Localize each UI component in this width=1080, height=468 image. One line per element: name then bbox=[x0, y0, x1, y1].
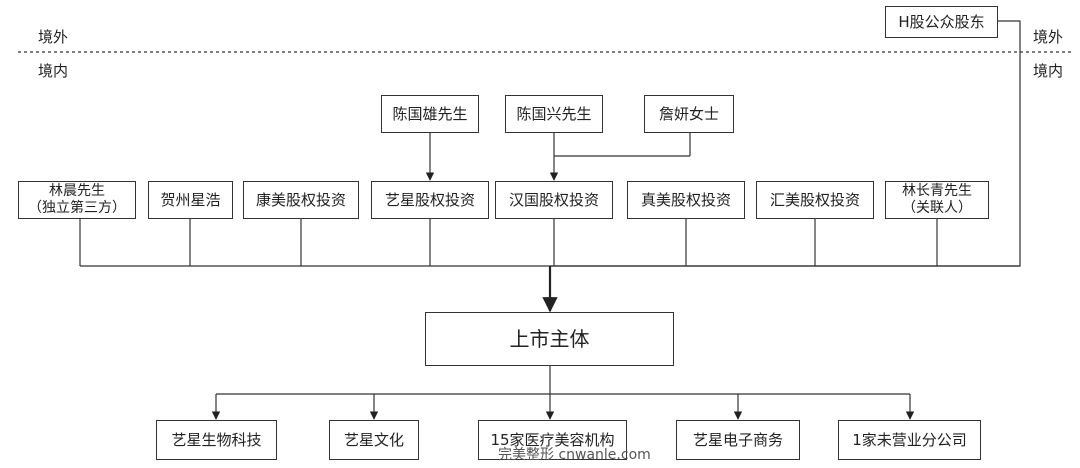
hanguo-label: 汉国股权投资 bbox=[508, 191, 599, 209]
subsidiary-clinics-label: 15家医疗美容机构 bbox=[490, 431, 615, 449]
region-label-domestic: 境内 bbox=[38, 62, 69, 80]
hezhou-xinghao-label: 贺州星浩 bbox=[160, 191, 221, 209]
watermark-text: 完美整形 cnwanle.com bbox=[498, 447, 651, 463]
lin-changqing-box: 林长青先生 （关联人） bbox=[885, 181, 989, 219]
subsidiary-bio-tech-label: 艺星生物科技 bbox=[171, 431, 262, 449]
zhan-yan-box: 詹妍女士 bbox=[644, 95, 734, 133]
kangmei-label: 康美股权投资 bbox=[255, 191, 346, 209]
hanguo-box: 汉国股权投资 bbox=[495, 181, 613, 219]
h-share-public-box: H股公众股东 bbox=[885, 6, 998, 38]
yixing-box: 艺星股权投资 bbox=[371, 181, 489, 219]
huimei-label: 汇美股权投资 bbox=[769, 191, 860, 209]
huimei-box: 汇美股权投资 bbox=[756, 181, 874, 219]
chen-guoxiong-label: 陈国雄先生 bbox=[392, 105, 468, 123]
h-share-connector bbox=[550, 20, 1021, 267]
hezhou-xinghao-box: 贺州星浩 bbox=[148, 181, 233, 219]
yixing-label: 艺星股权投资 bbox=[384, 191, 475, 209]
lin-chen-box: 林晨先生 （独立第三方） bbox=[18, 181, 136, 219]
region-label-overseas-right: 境外 bbox=[1033, 28, 1064, 46]
subsidiary-non-operating-label: 1家未营业分公司 bbox=[852, 431, 967, 449]
listed-entity-label: 上市主体 bbox=[509, 327, 590, 351]
subsidiary-culture-label: 艺星文化 bbox=[343, 431, 404, 449]
lin-chen-note: （独立第三方） bbox=[28, 200, 126, 216]
subsidiary-culture-box: 艺星文化 bbox=[329, 420, 419, 460]
subsidiary-clinics-box: 15家医疗美容机构 bbox=[478, 420, 627, 460]
zhenmei-box: 真美股权投资 bbox=[627, 181, 745, 219]
lin-chen-name: 林晨先生 bbox=[49, 183, 105, 199]
subsidiary-ecommerce-box: 艺星电子商务 bbox=[676, 420, 800, 460]
subsidiary-bio-tech-box: 艺星生物科技 bbox=[156, 420, 277, 460]
chen-guoxing-label: 陈国兴先生 bbox=[516, 105, 592, 123]
chen-guoxiong-box: 陈国雄先生 bbox=[381, 95, 479, 133]
region-label-overseas: 境外 bbox=[38, 28, 69, 46]
kangmei-box: 康美股权投资 bbox=[243, 181, 359, 219]
region-label-domestic-right: 境内 bbox=[1033, 62, 1064, 80]
zhenmei-label: 真美股权投资 bbox=[640, 191, 731, 209]
subsidiary-ecommerce-label: 艺星电子商务 bbox=[692, 431, 783, 449]
zhan-yan-label: 詹妍女士 bbox=[658, 105, 719, 123]
lin-changqing-note: （关联人） bbox=[902, 200, 972, 216]
lin-changqing-name: 林长青先生 bbox=[902, 183, 972, 199]
listed-entity-box: 上市主体 bbox=[425, 312, 674, 366]
h-share-public-label: H股公众股东 bbox=[898, 13, 985, 31]
chen-guoxing-box: 陈国兴先生 bbox=[505, 95, 603, 133]
subsidiary-non-operating-box: 1家未营业分公司 bbox=[838, 420, 981, 460]
